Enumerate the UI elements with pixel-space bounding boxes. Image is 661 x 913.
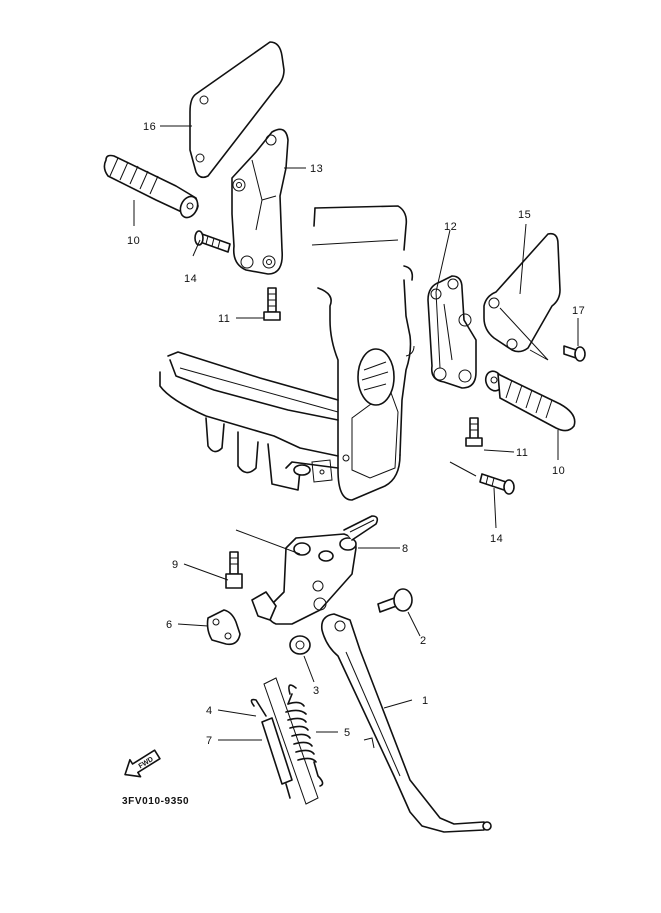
callout-11-right: 11 (516, 447, 528, 459)
callout-11-left: 11 (218, 313, 230, 325)
left-footpeg (103, 154, 199, 219)
callout-7: 7 (206, 735, 213, 747)
right-guard-plate (483, 232, 561, 361)
callout-5: 5 (344, 727, 351, 739)
left-bolt-14 (194, 230, 231, 253)
left-guard-plate (189, 41, 285, 179)
fwd-arrow-icon: FWD (124, 749, 161, 778)
right-footrest-bracket (427, 275, 477, 389)
callout-12: 12 (444, 221, 457, 233)
bolt-2 (377, 588, 413, 613)
sidestand (320, 613, 492, 833)
callout-2: 2 (420, 635, 427, 647)
callout-14-left: 14 (184, 273, 197, 285)
callout-8: 8 (402, 543, 409, 555)
right-bolt-14 (479, 473, 515, 495)
spring-5 (285, 684, 324, 787)
bolt-9 (225, 551, 243, 589)
callout-16: 16 (143, 121, 156, 133)
callout-3: 3 (313, 685, 320, 697)
callout-17: 17 (572, 305, 585, 317)
frame-body (159, 205, 415, 501)
nut-3 (289, 635, 311, 655)
callout-9: 9 (172, 559, 179, 571)
callout-14-right: 14 (490, 533, 503, 545)
right-footpeg (484, 370, 576, 432)
left-footrest-bracket (231, 128, 289, 275)
plate-6 (206, 609, 241, 646)
spring-guide-outline (263, 677, 319, 805)
callout-4: 4 (206, 705, 213, 717)
callouts: 16 13 10 14 11 12 15 17 11 10 14 9 8 6 2… (127, 121, 585, 747)
callout-10-left: 10 (127, 235, 140, 247)
callout-1: 1 (422, 695, 429, 707)
callout-6: 6 (166, 619, 173, 631)
left-bolt-11 (263, 287, 281, 321)
callout-10-right: 10 (552, 465, 565, 477)
right-bolt-11 (465, 417, 483, 447)
bolt-17 (563, 345, 586, 362)
spring-7 (250, 698, 293, 799)
callout-15: 15 (518, 209, 531, 221)
stand-bracket (251, 515, 379, 625)
callout-13: 13 (310, 163, 323, 175)
drawing-code: 3FV010-9350 (122, 796, 189, 807)
leader-lines (133, 125, 579, 741)
